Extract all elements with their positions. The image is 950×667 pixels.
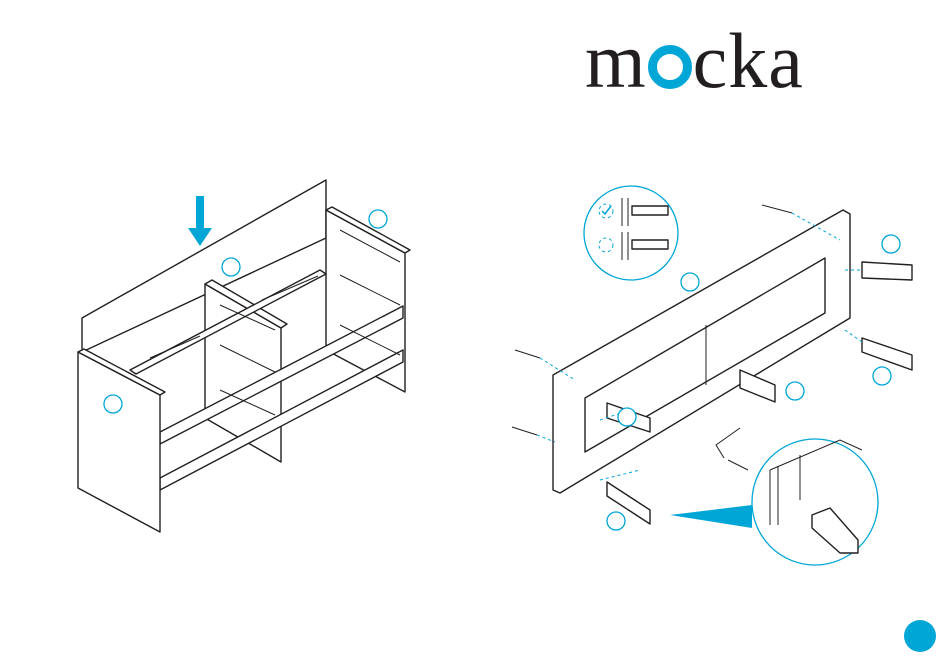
page-dot-icon (904, 620, 936, 652)
part-marker-right (369, 210, 387, 228)
step-left-shelf (78, 180, 410, 532)
part-marker-left (104, 395, 122, 413)
zoom-detail (752, 439, 878, 565)
zoom-pointer (670, 505, 752, 528)
down-arrow-icon (188, 196, 212, 246)
leg-center (740, 370, 775, 402)
part-marker-frame (681, 273, 699, 291)
allen-key-icon (716, 428, 740, 458)
part-marker-leg-d (618, 408, 636, 426)
part-marker-leg-e (607, 512, 625, 530)
part-marker-leg-b (873, 367, 891, 385)
part-marker-divider (222, 258, 240, 276)
correct-bolt (632, 206, 668, 215)
left-side-panel (78, 352, 160, 532)
part-marker-leg-c (786, 382, 804, 400)
leg-top-right (862, 262, 912, 280)
part-marker-leg-a (882, 235, 900, 253)
incorrect-bolt (632, 240, 668, 249)
step-right-frame (512, 186, 912, 565)
orientation-detail (584, 186, 678, 280)
leg-middle-right (862, 338, 912, 370)
